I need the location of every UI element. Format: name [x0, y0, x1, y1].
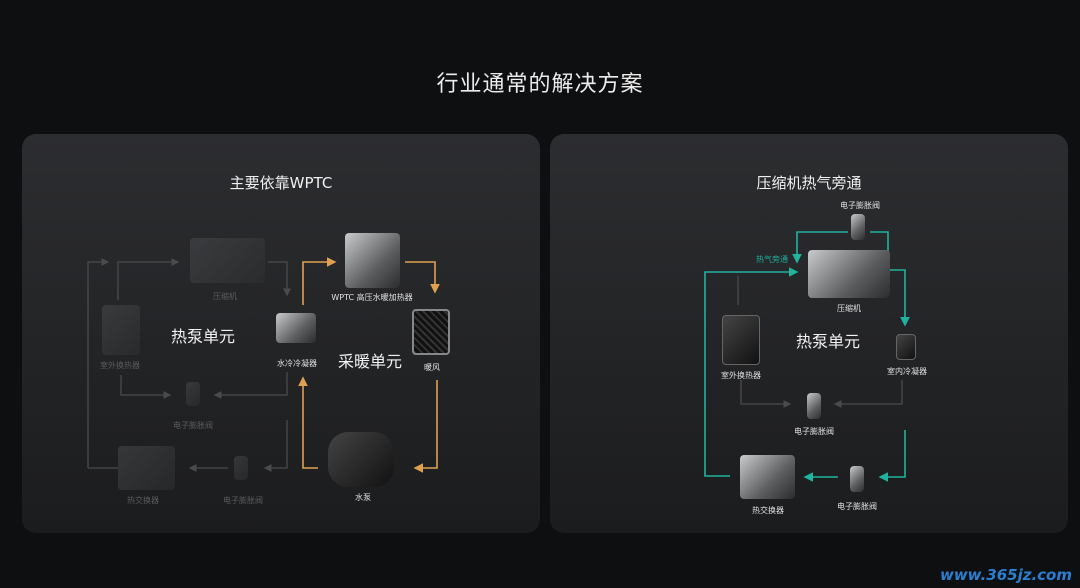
page-title: 行业通常的解决方案 [436, 72, 644, 97]
panel-title: 主要依靠WPTC [229, 174, 333, 192]
heating-unit-text: 采暖单元 [337, 352, 403, 371]
condenser-label: 水冷冷凝器 [277, 359, 317, 368]
heat-exchanger-image [740, 455, 795, 499]
exv-label: 电子膨胀阀 [794, 427, 834, 436]
indoor-condenser-image [896, 334, 916, 360]
exv-image [807, 393, 821, 419]
pump-label: 水泵 [355, 493, 371, 502]
outdoor-label: 室外换热器 [100, 361, 140, 370]
heat-pump-unit-text: 热泵单元 [795, 332, 861, 351]
indoor-label: 室内冷凝器 [887, 367, 927, 376]
exv-image [851, 214, 865, 240]
outdoor-hx-image [102, 305, 140, 355]
compressor-label: 压缩机 [837, 304, 861, 313]
outdoor-label: 室外换热器 [721, 371, 761, 380]
exv-label: 电子膨胀阀 [837, 502, 877, 511]
exv-label: 电子膨胀阀 [223, 496, 263, 505]
water-pump-image [328, 432, 394, 487]
heater-core-label: 暖风 [424, 363, 440, 372]
exv-image [186, 382, 200, 406]
wptc-heater-image [345, 233, 400, 288]
heat-pump-unit-text: 热泵单元 [170, 327, 236, 346]
exv-image [850, 466, 864, 492]
hx-label: 热交换器 [752, 506, 784, 515]
hot-gas-bypass-panel: 压缩机 热气旁通 [550, 134, 1068, 533]
panel-title: 压缩机热气旁通 [756, 174, 862, 192]
wptc-label: WPTC 高压水暖加热器 [331, 293, 413, 302]
exv-label: 电子膨胀阀 [173, 421, 213, 430]
compressor-image [808, 250, 890, 298]
heater-core-image [412, 309, 450, 355]
hx-label: 热交换器 [127, 496, 159, 505]
heat-exchanger-image [118, 446, 175, 490]
compressor-label: 压缩机 [213, 292, 237, 301]
bypass-label: 热气旁通 [756, 255, 788, 264]
exv-image [234, 456, 248, 480]
compressor-image [190, 238, 265, 283]
watermark: www.365jz.com [939, 566, 1072, 584]
outdoor-hx-image [722, 315, 760, 365]
water-condenser-image [276, 313, 316, 343]
exv-top-label: 电子膨胀阀 [840, 201, 880, 210]
